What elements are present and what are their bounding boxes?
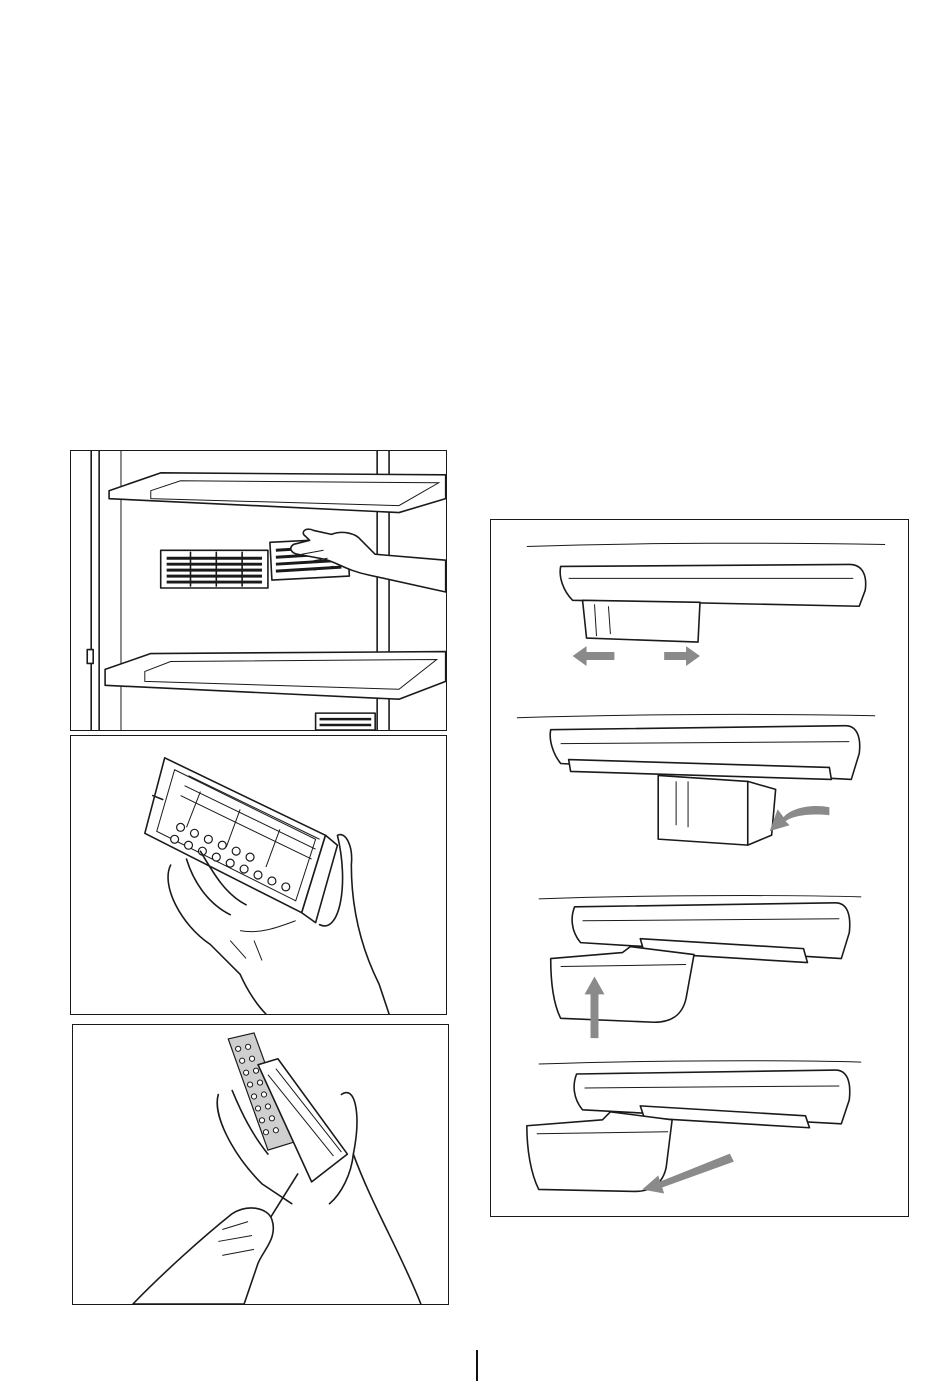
page-number-rule <box>476 1350 478 1381</box>
filter-cassette-in-hand-icon <box>71 736 446 1014</box>
figure-filter-in-hand <box>70 735 447 1015</box>
tray-pull-out-step-icon <box>527 1061 861 1194</box>
refrigerator-interior-filter-icon <box>71 451 446 730</box>
tray-slide-sideways-step-icon <box>527 543 885 666</box>
figure-filter-in-shelf <box>70 450 447 731</box>
figure-filter-replace <box>72 1024 449 1305</box>
tray-lift-up-step-icon <box>539 896 861 1039</box>
filter-cartridge-replacement-icon <box>73 1025 448 1304</box>
figure-tray-steps <box>490 519 909 1217</box>
tray-rotate-out-step-icon <box>517 714 875 845</box>
shelf-tray-removal-steps-icon <box>491 520 908 1216</box>
